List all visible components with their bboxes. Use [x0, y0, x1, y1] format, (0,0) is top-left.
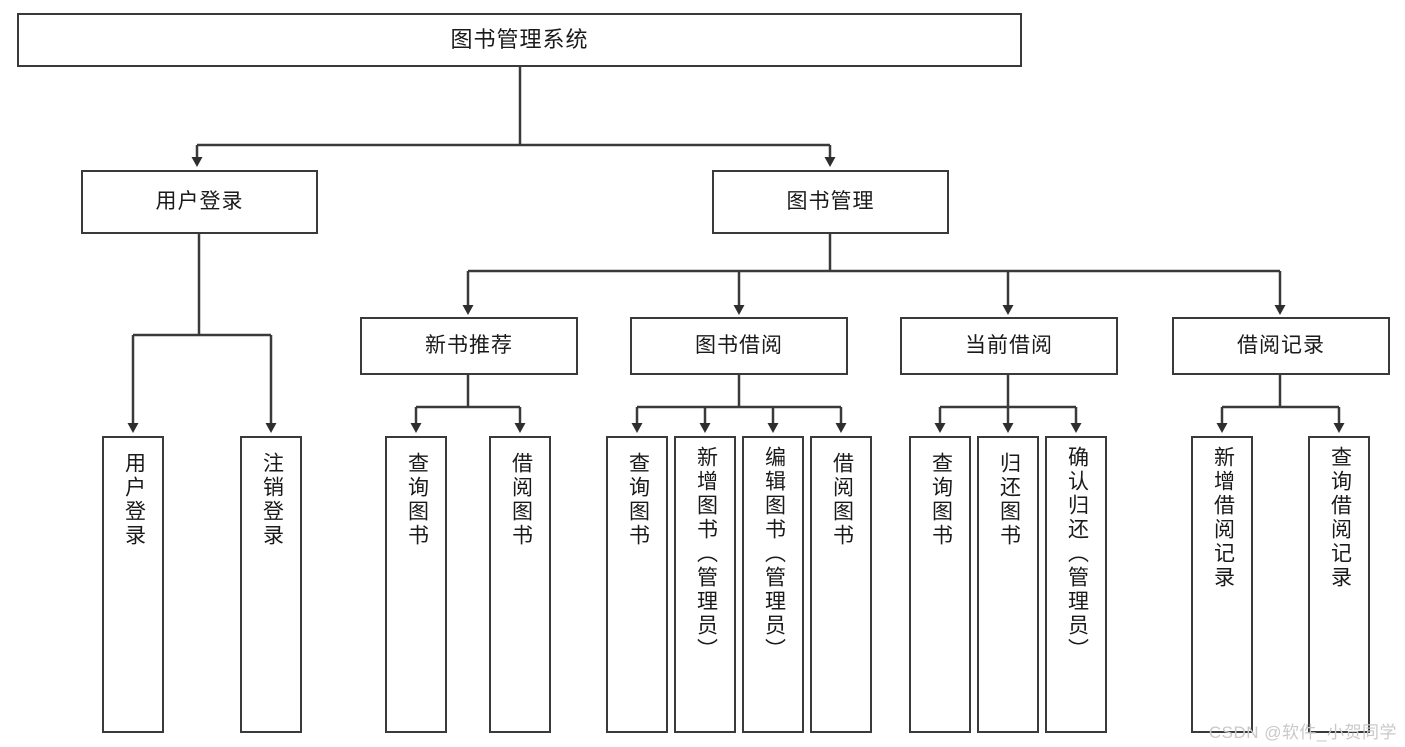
node-label: 图书管理系统: [450, 26, 589, 52]
node-label: 图书借阅: [695, 334, 783, 358]
leaf-query-book-recommend[interactable]: 查询图书: [385, 436, 447, 733]
node-label: 归还图书: [997, 452, 1021, 548]
node-label: 确认归还（管理员）: [1065, 446, 1089, 662]
leaf-return-book[interactable]: 归还图书: [977, 436, 1039, 733]
node-label: 新书推荐: [425, 334, 513, 358]
leaf-query-book-current[interactable]: 查询图书: [909, 436, 971, 733]
node-root-system[interactable]: 图书管理系统: [17, 13, 1022, 67]
node-label: 借阅记录: [1237, 334, 1325, 358]
node-label: 新增借阅记录: [1211, 446, 1235, 590]
node-label: 查询图书: [929, 452, 953, 548]
leaf-add-book-admin[interactable]: 新增图书（管理员）: [674, 436, 736, 733]
node-label: 图书管理: [786, 190, 875, 214]
node-new-book-recommend[interactable]: 新书推荐: [360, 317, 578, 375]
node-label: 当前借阅: [965, 334, 1053, 358]
node-label: 借阅图书: [830, 452, 854, 548]
node-user-login[interactable]: 用户登录: [81, 170, 318, 234]
node-book-borrow[interactable]: 图书借阅: [630, 317, 848, 375]
leaf-borrow-book[interactable]: 借阅图书: [810, 436, 872, 733]
node-current-borrow[interactable]: 当前借阅: [900, 317, 1118, 375]
node-label: 查询借阅记录: [1328, 446, 1352, 590]
leaf-confirm-return-admin[interactable]: 确认归还（管理员）: [1045, 436, 1107, 733]
node-label: 编辑图书（管理员）: [762, 446, 786, 662]
leaf-query-book-borrow[interactable]: 查询图书: [606, 436, 668, 733]
node-label: 用户登录: [122, 452, 146, 548]
node-label: 借阅图书: [509, 452, 533, 548]
leaf-query-borrow-record[interactable]: 查询借阅记录: [1308, 436, 1370, 733]
node-borrow-record[interactable]: 借阅记录: [1172, 317, 1390, 375]
node-label: 查询图书: [626, 452, 650, 548]
node-book-management[interactable]: 图书管理: [712, 170, 949, 234]
node-label: 用户登录: [155, 190, 244, 214]
node-label: 新增图书（管理员）: [694, 446, 718, 662]
leaf-add-borrow-record[interactable]: 新增借阅记录: [1191, 436, 1253, 733]
node-label: 注销登录: [260, 452, 284, 548]
csdn-watermark: CSDN @软件_小贺同学: [1208, 723, 1397, 742]
leaf-user-login[interactable]: 用户登录: [102, 436, 164, 733]
node-label: 查询图书: [405, 452, 429, 548]
leaf-logout-login[interactable]: 注销登录: [240, 436, 302, 733]
leaf-edit-book-admin[interactable]: 编辑图书（管理员）: [742, 436, 804, 733]
leaf-borrow-book-recommend[interactable]: 借阅图书: [489, 436, 551, 733]
